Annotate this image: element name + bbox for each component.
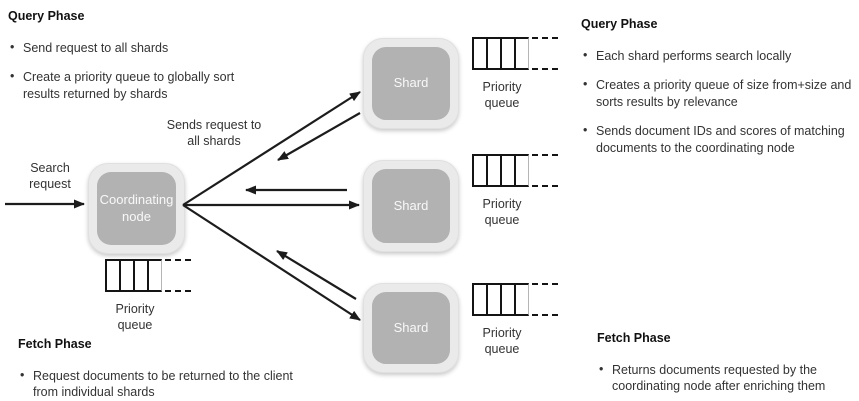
bullet-item: Create a priority queue to globally sort…: [8, 68, 258, 102]
arrow-coordinator-to-bottom-shard: [182, 204, 361, 321]
coordinating-node-label: Coordinating node: [97, 172, 176, 245]
panel-title: Fetch Phase: [18, 337, 92, 351]
priority-queue-middle-shard: Priority queue: [472, 154, 558, 229]
query-phase-right-panel: Query Phase Each shard performs search l…: [581, 16, 859, 169]
queue-continuation-dashes: [165, 259, 191, 292]
priority-queue-icon: [472, 154, 558, 187]
fetch-phase-left-panel: Fetch Phase Request documents to be retu…: [18, 336, 313, 401]
priority-queue-icon: [105, 259, 191, 292]
query-phase-left-panel: Query Phase Send request to all shards C…: [8, 8, 258, 115]
priority-queue-label: Priority queue: [482, 197, 522, 228]
panel-title: Query Phase: [8, 9, 85, 23]
priority-queue-bottom-shard: Priority queue: [472, 283, 558, 358]
priority-queue-label: Priority queue: [115, 302, 155, 333]
bullet-item: Request documents to be returned to the …: [18, 367, 313, 401]
sends-request-label: Sends request to all shards: [166, 118, 262, 149]
bullet-item: Sends document IDs and scores of matchin…: [581, 122, 859, 156]
priority-queue-top-shard: Priority queue: [472, 37, 558, 112]
priority-queue-icon: [472, 283, 558, 316]
panel-title: Fetch Phase: [597, 331, 671, 345]
bullet-item: Each shard performs search locally: [581, 47, 859, 65]
fetch-phase-right-panel: Fetch Phase Returns documents requested …: [597, 330, 849, 401]
coordinating-node-box: Coordinating node: [88, 163, 185, 254]
shard-bottom-box: Shard: [363, 283, 459, 373]
priority-queue-label: Priority queue: [482, 326, 522, 357]
shard-top-box: Shard: [363, 38, 459, 129]
shard-middle-box: Shard: [363, 160, 459, 252]
panel-title: Query Phase: [581, 17, 658, 31]
queue-continuation-dashes: [532, 37, 558, 70]
priority-queue-icon: [472, 37, 558, 70]
bullet-item: Returns documents requested by the coord…: [597, 361, 849, 395]
shard-label: Shard: [372, 47, 450, 120]
arrow-top-shard-to-coordinator: [277, 112, 361, 161]
bullet-item: Send request to all shards: [8, 39, 258, 57]
queue-continuation-dashes: [532, 283, 558, 316]
search-request-label: Search request: [29, 161, 71, 192]
shard-label: Shard: [372, 169, 450, 243]
priority-queue-label: Priority queue: [482, 80, 522, 111]
bullet-item: Creates a priority queue of size from+si…: [581, 76, 859, 110]
arrow-bottom-shard-to-coordinator: [276, 250, 357, 300]
shard-label: Shard: [372, 292, 450, 364]
priority-queue-coordinator: Priority queue: [105, 259, 191, 334]
queue-continuation-dashes: [532, 154, 558, 187]
